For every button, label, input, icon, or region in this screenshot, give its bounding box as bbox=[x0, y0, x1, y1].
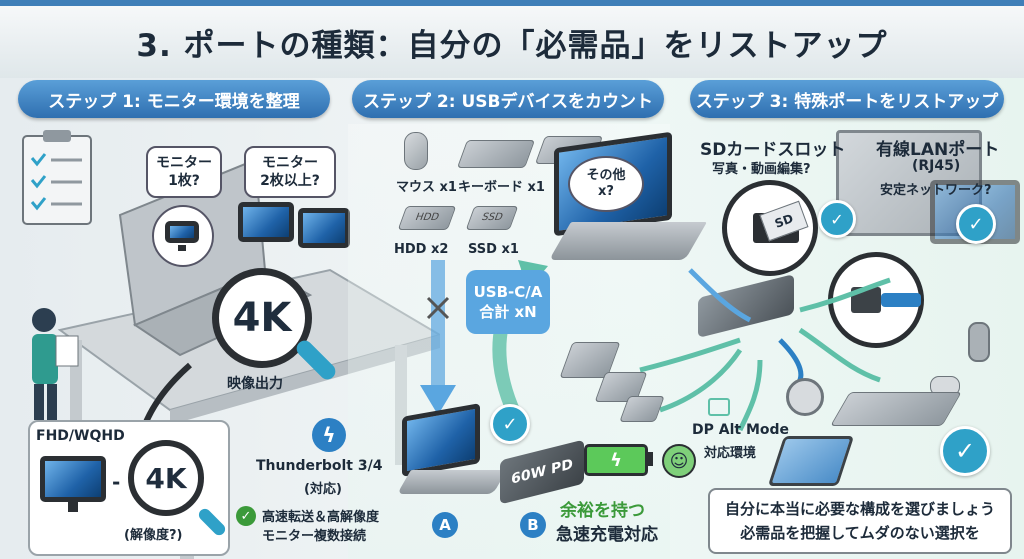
lan-port-sub: 安定ネットワーク? bbox=[880, 183, 992, 198]
option-b-marker: B bbox=[520, 512, 546, 538]
tb-benefit-line1: 高速転送＆高解像度 bbox=[262, 510, 380, 525]
4k-small-magnifier: 4K bbox=[128, 440, 204, 516]
step-2-badge: ステップ 2: USBデバイスをカウント bbox=[352, 80, 664, 118]
page-title: 3. ポートの種類：自分の「必需品」をリストアップ bbox=[0, 0, 1024, 78]
summary-box: 自分に本当に必要な構成を選びましょう 必需品を把握してムダのない選択を bbox=[708, 488, 1012, 554]
webcam-icon bbox=[786, 378, 824, 416]
single-monitor-icon bbox=[152, 205, 214, 267]
dp-alt-mode-label: DP Alt Mode bbox=[692, 422, 790, 438]
dash-separator: - bbox=[112, 470, 121, 494]
fhd-monitor-icon bbox=[40, 456, 106, 502]
tb-benefit-line2: モニター複数接続 bbox=[262, 529, 367, 544]
summary-line2: 必需品を把握してムダのない選択を bbox=[740, 524, 980, 542]
thunderbolt-sub: (対応) bbox=[304, 482, 342, 497]
laptop-a-base-icon bbox=[397, 470, 507, 494]
option-a-marker: A bbox=[432, 512, 458, 538]
desk-illustration bbox=[57, 158, 440, 559]
sd-slot-sub: 写真・動画編集? bbox=[712, 162, 811, 177]
sd-card-icon: SD bbox=[759, 200, 809, 242]
keyboard-right-icon bbox=[830, 392, 962, 426]
sd-slot-title: SDカードスロット bbox=[700, 140, 846, 160]
other-devices-bubble: その他 x? bbox=[568, 156, 644, 212]
step-2-arrows bbox=[420, 260, 548, 418]
person-illustration bbox=[32, 308, 79, 420]
dual-monitor-right-icon bbox=[298, 208, 350, 248]
step-3-badge: ステップ 3: 特殊ポートをリストアップ bbox=[690, 80, 1004, 118]
sd-check-icon: ✓ bbox=[818, 200, 856, 238]
mouse-icon bbox=[404, 132, 428, 170]
step-1-badge: ステップ 1: モニター環境を整理 bbox=[18, 80, 330, 118]
checklist-clipboard-icon bbox=[22, 130, 92, 225]
dual-monitor-left-icon bbox=[238, 202, 294, 242]
monitor-stand-icon bbox=[68, 502, 78, 512]
lan-check-icon: ✓ bbox=[956, 204, 996, 244]
step-2-check-icon: ✓ bbox=[490, 404, 530, 444]
lan-port-title: 有線LANポート bbox=[876, 140, 1000, 160]
hdd-icon: HDD bbox=[397, 206, 457, 230]
video-output-label: 映像出力 bbox=[227, 376, 283, 392]
battery-tip-icon bbox=[648, 452, 653, 466]
resolution-caption: (解像度?) bbox=[124, 528, 183, 543]
multi-monitor-bubble: モニター 2枚以上? bbox=[244, 146, 336, 198]
4k-magnifier: 4K bbox=[212, 268, 312, 368]
fhd-wqhd-label: FHD/WQHD bbox=[36, 428, 125, 444]
hub-cables bbox=[639, 268, 891, 432]
mouse-count: マウス x1 bbox=[396, 180, 457, 195]
margin-label: 余裕を持つ bbox=[560, 501, 645, 521]
step-3-check-icon: ✓ bbox=[940, 426, 990, 476]
microphone-icon bbox=[968, 322, 990, 362]
tablet-icon bbox=[767, 436, 855, 486]
dp-alt-mode-sub: 対応環境 bbox=[704, 446, 757, 461]
thunderbolt-icon: ϟ bbox=[312, 418, 346, 452]
lan-port-paren: (RJ45) bbox=[912, 158, 961, 174]
sd-card-zoom: SD bbox=[722, 180, 818, 276]
hdd-count: HDD x2 bbox=[394, 242, 449, 257]
ssd-count: SSD x1 bbox=[468, 242, 519, 257]
usb-total-line2: 合計 xN bbox=[479, 303, 537, 321]
one-monitor-bubble: モニター 1枚? bbox=[146, 146, 222, 198]
smile-icon: ☺ bbox=[662, 444, 696, 478]
keyboard-icon bbox=[456, 140, 536, 168]
usb-total-line1: USB-C/A bbox=[473, 283, 543, 301]
fast-charge-label: 急速充電対応 bbox=[556, 525, 658, 545]
lan-port-zoom bbox=[828, 252, 924, 348]
summary-line1: 自分に本当に必要な構成を選びましょう bbox=[724, 500, 995, 518]
dp-port-icon bbox=[708, 398, 730, 416]
usb-total-badge: USB-C/A 合計 xN bbox=[466, 270, 550, 334]
ssd-icon: SSD bbox=[465, 206, 519, 230]
benefit-check-icon: ✓ bbox=[236, 506, 256, 526]
thunderbolt-label: Thunderbolt 3/4 bbox=[256, 458, 383, 474]
keyboard-count: キーボード x1 bbox=[458, 180, 545, 195]
battery-icon: ϟ bbox=[584, 444, 648, 476]
